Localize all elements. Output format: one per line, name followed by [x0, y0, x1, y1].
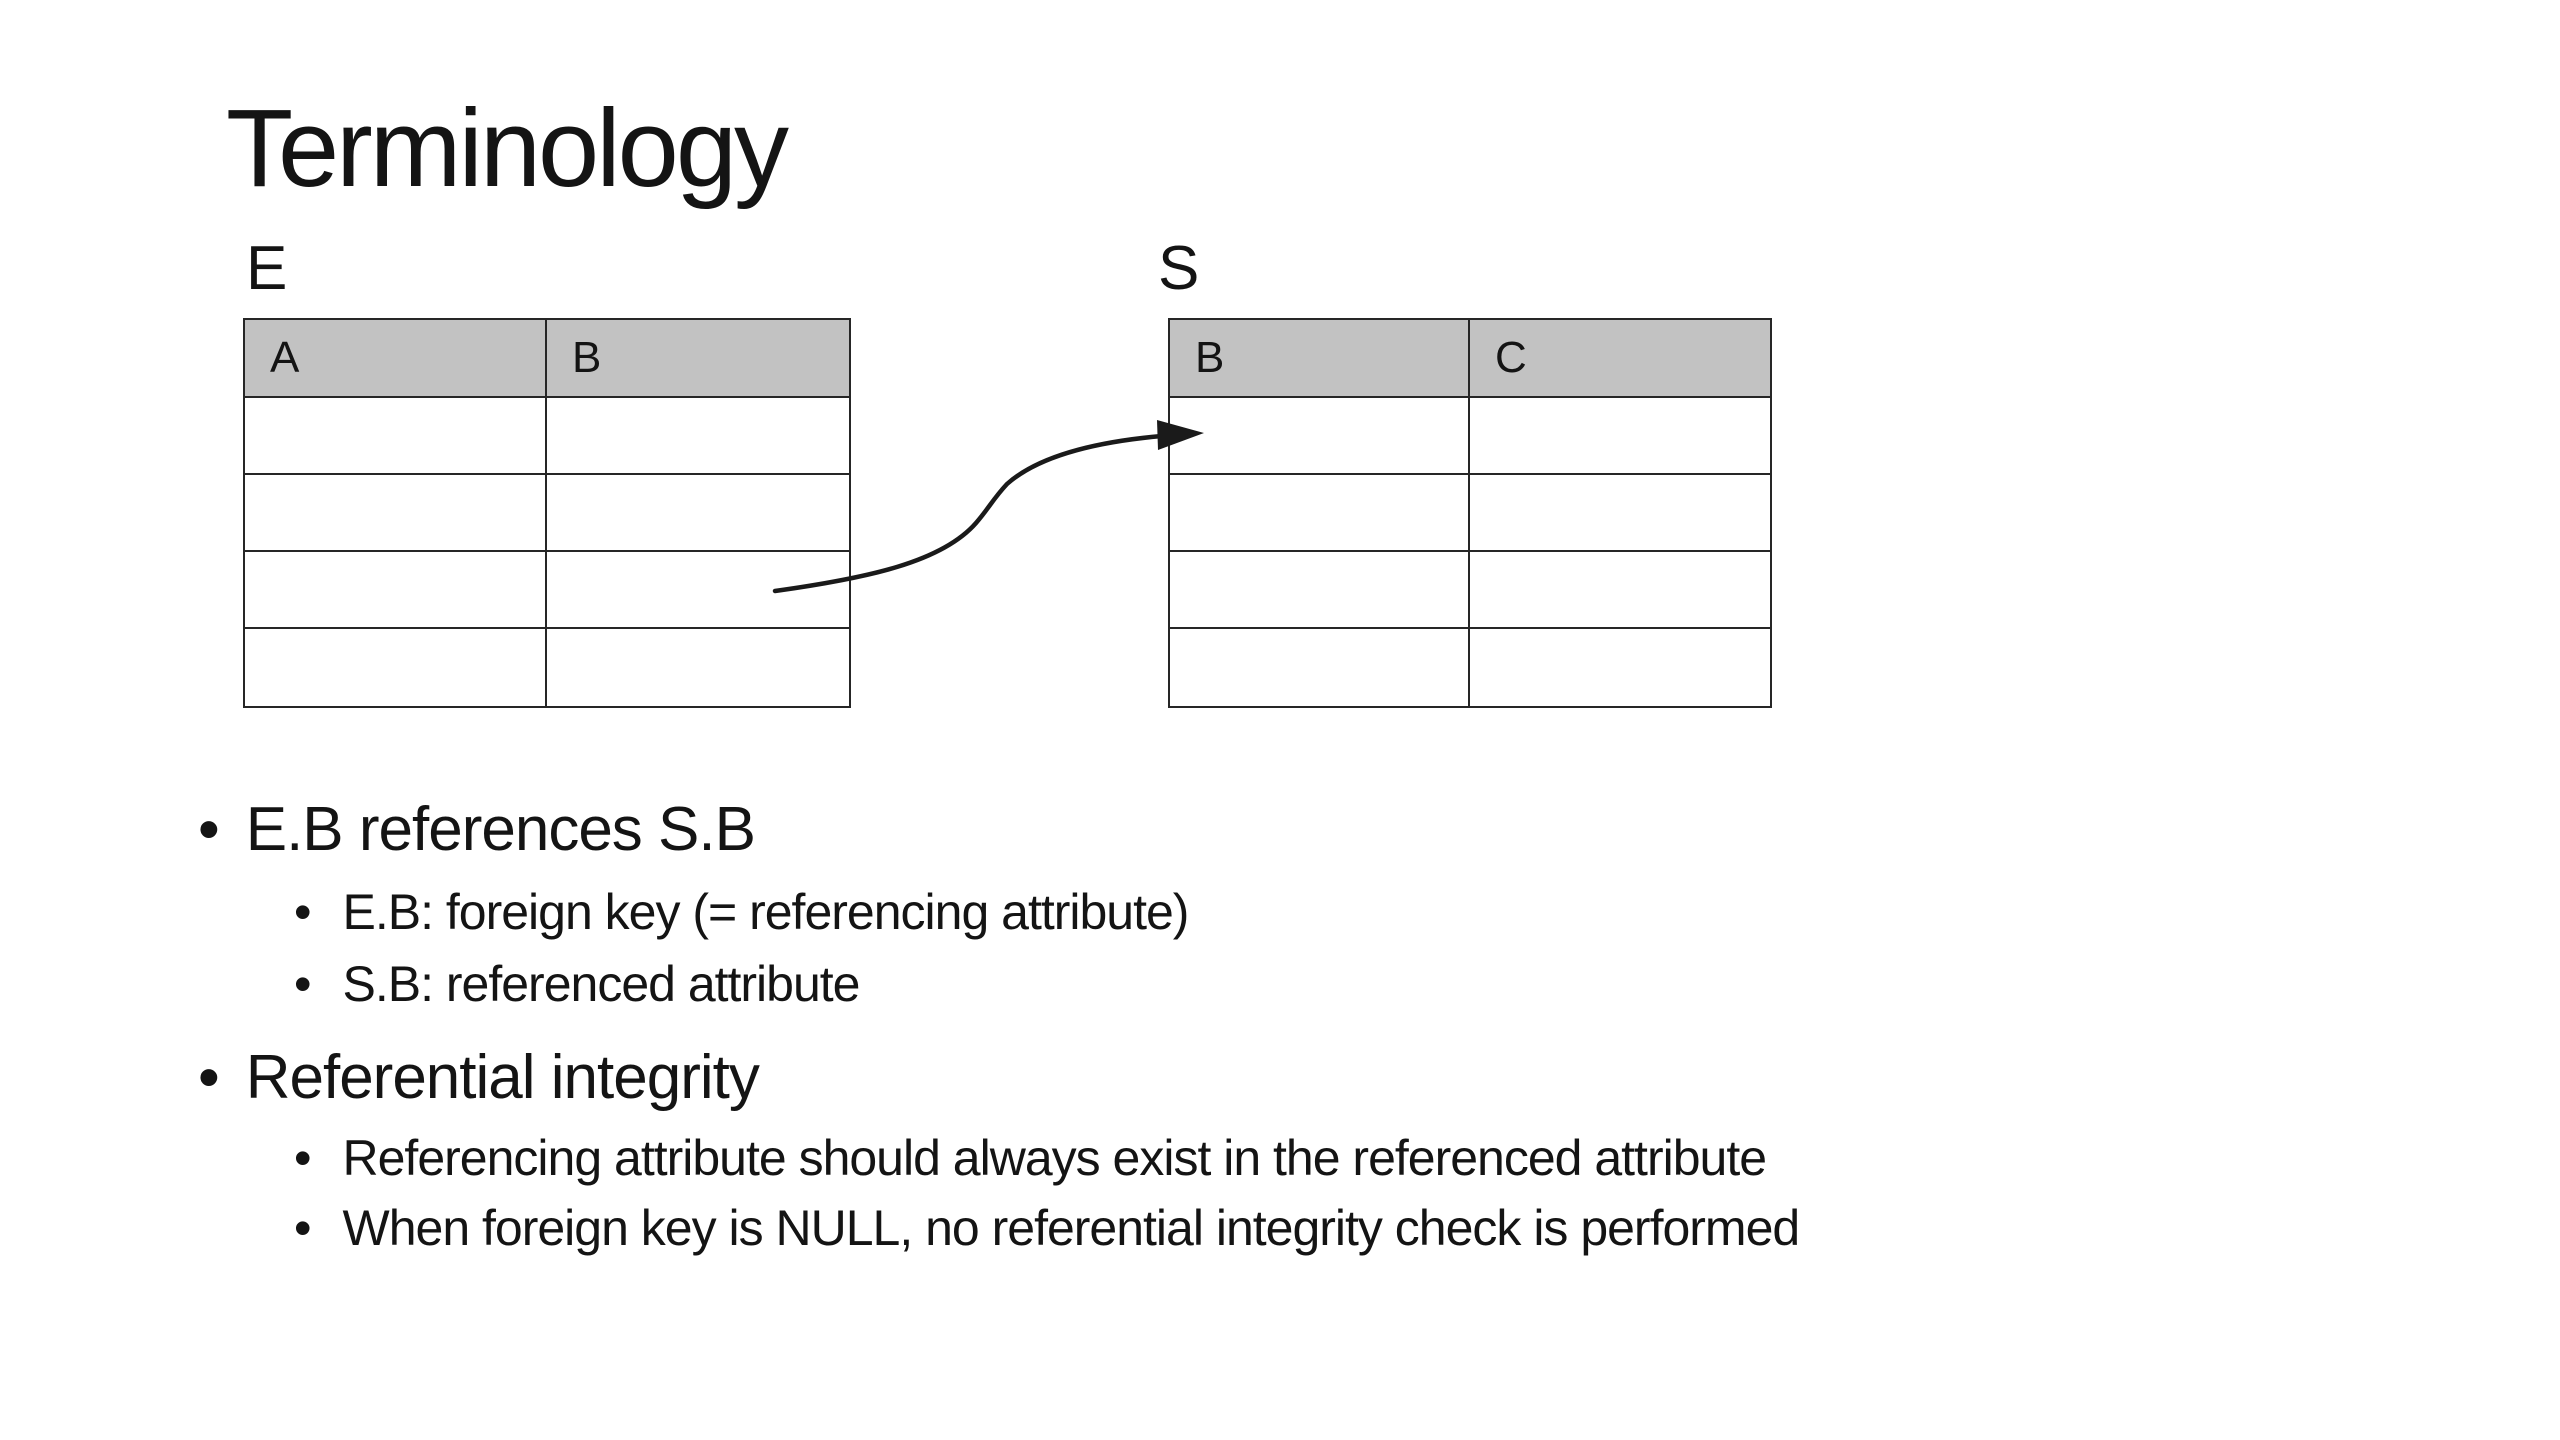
- bullet-marker: •: [294, 1200, 311, 1256]
- table-row: [1170, 552, 1770, 629]
- bullet-text: S.B: referenced attribute: [342, 956, 861, 1012]
- bullet-text: Referencing attribute should always exis…: [342, 1130, 1768, 1186]
- bullet-text: E.B: foreign key (= referencing attribut…: [342, 884, 1190, 940]
- table-cell: [245, 629, 547, 706]
- table-s-header-row: B C: [1170, 320, 1770, 398]
- table-cell: [1470, 475, 1770, 550]
- table-cell: [547, 398, 849, 473]
- table-cell: [547, 475, 849, 550]
- table-cell: [547, 552, 849, 627]
- bullet-text: Referential integrity: [245, 1043, 760, 1112]
- table-s-label: S: [1158, 234, 1200, 303]
- table-row: [1170, 475, 1770, 552]
- bullet-marker: •: [294, 956, 311, 1012]
- table-e-header-col-b: B: [572, 333, 602, 382]
- table-cell: [1170, 398, 1470, 473]
- table-cell: [1170, 552, 1470, 627]
- bullet-marker: •: [294, 884, 311, 940]
- bullet-marker: •: [198, 1043, 220, 1112]
- bullet-item: • E.B references S.B: [198, 795, 756, 864]
- table-cell: [1470, 629, 1770, 706]
- table-row: [245, 475, 849, 552]
- table-cell: [1470, 398, 1770, 473]
- table-e-header-row: A B: [245, 320, 849, 398]
- table-row: [1170, 629, 1770, 706]
- table-e: A B: [243, 318, 851, 708]
- table-s-header-col-c: C: [1495, 333, 1527, 382]
- table-row: [245, 552, 849, 629]
- table-row: [245, 629, 849, 706]
- table-s-header-col-b: B: [1170, 320, 1470, 396]
- table-cell: [1170, 629, 1470, 706]
- bullet-text: When foreign key is NULL, no referential…: [342, 1200, 1801, 1256]
- bullet-item: • E.B: foreign key (= referencing attrib…: [294, 884, 1190, 940]
- table-cell: [245, 398, 547, 473]
- bullet-item: • When foreign key is NULL, no referenti…: [294, 1200, 1801, 1256]
- table-e-header-col-a: A: [245, 320, 547, 396]
- bullet-item: • S.B: referenced attribute: [294, 956, 861, 1012]
- table-row: [1170, 398, 1770, 475]
- table-cell: [245, 475, 547, 550]
- table-row: [245, 398, 849, 475]
- bullet-marker: •: [294, 1130, 311, 1186]
- table-e-label: E: [246, 234, 288, 303]
- bullet-text: E.B references S.B: [245, 795, 756, 864]
- table-cell: [1170, 475, 1470, 550]
- bullet-item: • Referential integrity: [198, 1043, 760, 1112]
- page-title: Terminology: [226, 87, 789, 210]
- table-cell: [245, 552, 547, 627]
- table-cell: [1470, 552, 1770, 627]
- table-s: B C: [1168, 318, 1772, 708]
- table-cell: [547, 629, 849, 706]
- bullet-marker: •: [198, 795, 220, 864]
- bullet-item: • Referencing attribute should always ex…: [294, 1130, 1768, 1186]
